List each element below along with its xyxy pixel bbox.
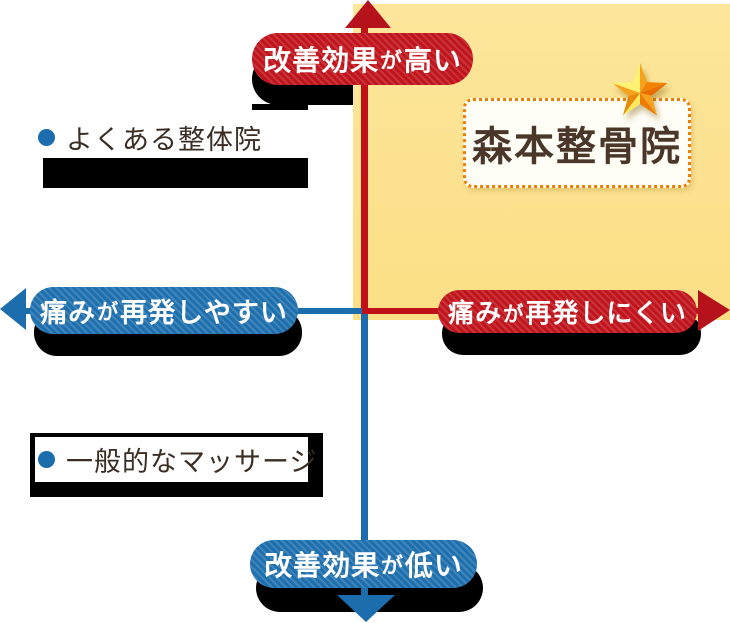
legend-item-label: 一般的なマッサージ bbox=[66, 447, 318, 477]
bullet-dot-icon bbox=[38, 451, 55, 468]
axis-label-top-pre: 改善効果 bbox=[263, 45, 380, 76]
legend-b-white-card bbox=[35, 437, 308, 482]
axis-label-right: 痛みが再発しにくい bbox=[438, 290, 697, 333]
star-icon bbox=[612, 62, 668, 116]
axis-label-left-particle: が bbox=[97, 300, 120, 324]
axis-label-bottom-pre: 改善効果 bbox=[264, 550, 381, 581]
axis-label-left-post: 再発しやすい bbox=[120, 298, 288, 328]
axis-label-bottom-post: 低い bbox=[404, 550, 463, 581]
legend-item-general-massage: 一般的なマッサージ bbox=[35, 437, 317, 482]
axis-label-top: 改善効果が高い bbox=[252, 33, 473, 85]
axis-label-bottom: 改善効果が低い bbox=[250, 540, 477, 588]
legend-item-label: よくある整体院 bbox=[66, 124, 262, 155]
bullet-dot-icon bbox=[38, 128, 55, 146]
arrow-up-icon bbox=[345, 0, 391, 28]
shadow-legend-a-strip bbox=[252, 104, 308, 110]
arrow-right-icon bbox=[698, 290, 730, 331]
axis-label-top-particle: が bbox=[380, 47, 403, 73]
axis-label-bottom-particle: が bbox=[381, 552, 404, 578]
highlight-card: 森本整骨院 bbox=[463, 98, 691, 188]
axis-label-left: 痛みが再発しやすい bbox=[30, 287, 298, 334]
axis-label-left-pre: 痛み bbox=[40, 298, 97, 328]
arrow-left-icon bbox=[0, 288, 26, 330]
axis-label-right-pre: 痛み bbox=[448, 298, 503, 328]
shadow-legend-a-band bbox=[43, 158, 308, 188]
axis-label-top-post: 高い bbox=[403, 45, 462, 76]
axis-label-right-post: 再発しにくい bbox=[525, 298, 687, 328]
highlight-card-label: 森本整骨院 bbox=[472, 125, 682, 169]
arrow-down-icon bbox=[337, 595, 395, 622]
vertical-axis-upper-segment bbox=[361, 18, 368, 311]
axis-label-right-particle: が bbox=[503, 303, 525, 326]
vertical-axis-lower-segment bbox=[361, 311, 368, 598]
legend-item-common-seitai: よくある整体院 bbox=[30, 115, 262, 159]
